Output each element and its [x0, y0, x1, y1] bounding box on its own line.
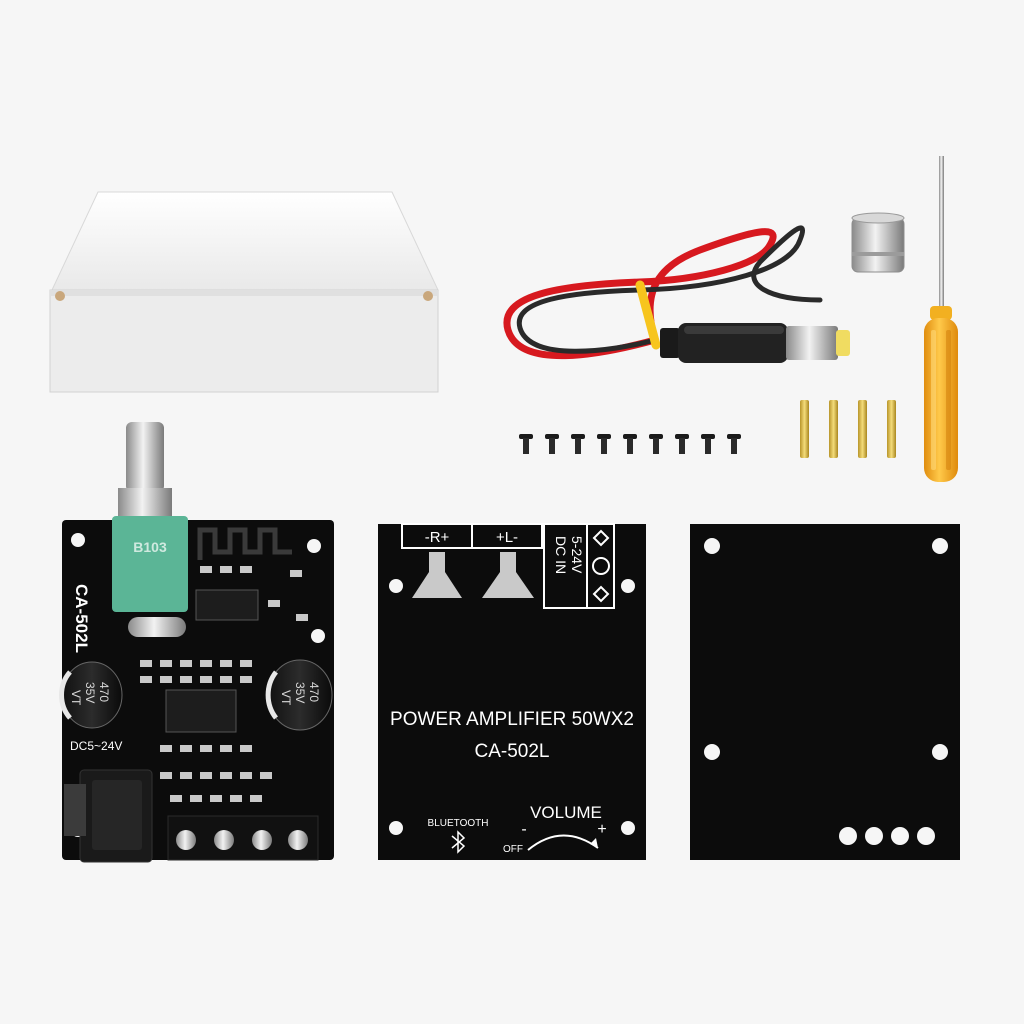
- volume-minus: -: [521, 821, 526, 838]
- standoff-icon: [887, 400, 896, 458]
- screw-icon: [675, 434, 689, 454]
- screw-icon: [571, 434, 585, 454]
- screw-icon: [701, 434, 715, 454]
- volume-off: OFF: [503, 844, 523, 855]
- dc-voltage-label: 5-24V: [569, 536, 585, 574]
- terminal-left-label: +L-: [496, 529, 518, 546]
- pot-label: B103: [133, 539, 167, 555]
- standoff-icon: [858, 400, 867, 458]
- svg-text:VT: VT: [69, 690, 83, 706]
- screw-icon: [519, 434, 533, 454]
- terminal-right-label: -R+: [425, 529, 450, 546]
- screws: [519, 434, 741, 454]
- svg-text:35V: 35V: [293, 682, 307, 703]
- cover-title: POWER AMPLIFIER 50WX2: [390, 709, 634, 730]
- cover-board: -R+ +L- DC IN 5-24V POWER AMPLIFIER 50WX…: [378, 523, 646, 860]
- bluetooth-label: BLUETOOTH: [428, 818, 489, 829]
- capacitor-right: 470 35V VT: [265, 659, 333, 731]
- speaker-icon: [482, 552, 534, 598]
- box-icon: [49, 191, 439, 393]
- board-model-label: CA-502L: [72, 584, 91, 653]
- potentiometer: [112, 516, 188, 612]
- standoff-icon: [800, 400, 809, 458]
- svg-text:470: 470: [307, 682, 321, 702]
- volume-label: VOLUME: [530, 803, 602, 822]
- screw-icon: [597, 434, 611, 454]
- svg-text:VT: VT: [279, 690, 293, 706]
- screw-icon: [649, 434, 663, 454]
- dc-cable-icon: [503, 225, 850, 363]
- back-plate: [690, 524, 960, 860]
- svg-text:35V: 35V: [83, 682, 97, 703]
- dc-in-label: DC IN: [553, 536, 569, 574]
- amplifier-board: B103 470 35V VT 470 35V VT: [59, 422, 334, 863]
- standoffs: [800, 400, 896, 458]
- bluetooth-icon: [451, 830, 466, 854]
- board-voltage-label: DC5~24V: [70, 739, 122, 753]
- volume-plus: +: [597, 821, 606, 838]
- screwdriver-icon: [924, 156, 958, 482]
- screw-icon: [623, 434, 637, 454]
- knob-cap-icon: [851, 212, 905, 273]
- svg-text:470: 470: [97, 682, 111, 702]
- capacitor-left: 470 35V VT: [59, 661, 123, 729]
- dc-polarity-icon: [592, 529, 610, 603]
- speaker-icon: [412, 552, 462, 598]
- screw-icon: [727, 434, 741, 454]
- standoff-icon: [829, 400, 838, 458]
- cover-model: CA-502L: [475, 741, 550, 762]
- screw-icon: [545, 434, 559, 454]
